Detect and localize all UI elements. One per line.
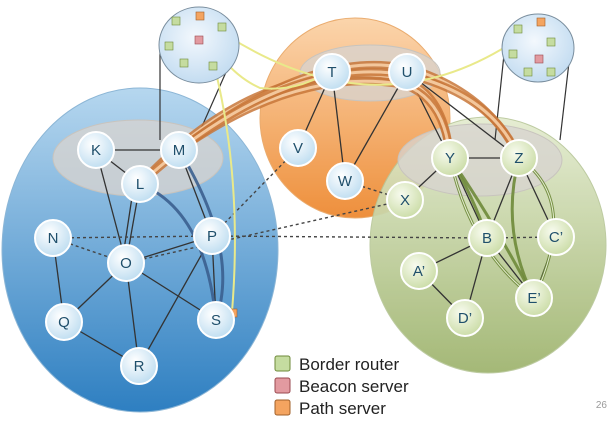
svg-text:X: X (400, 192, 410, 209)
node-W: W (326, 162, 364, 200)
node-Z: Z (500, 139, 538, 177)
svg-text:S: S (211, 312, 221, 329)
zoom-bubble-right (501, 13, 575, 83)
node-A-prime: A’ (400, 252, 438, 290)
border-router-icon (208, 61, 218, 71)
svg-text:V: V (293, 140, 303, 157)
legend-path-server-swatch (274, 399, 291, 416)
node-T: T (313, 53, 351, 91)
svg-text:D’: D’ (458, 310, 472, 327)
svg-text:W: W (338, 173, 353, 190)
svg-text:E’: E’ (527, 290, 540, 307)
svg-text:Q: Q (58, 314, 70, 331)
svg-text:Z: Z (514, 150, 523, 167)
legend-path-server-label: Path server (299, 399, 386, 418)
node-P: P (193, 217, 231, 255)
legend: Border router Beacon server Path server (274, 355, 409, 418)
node-R: R (120, 347, 158, 385)
svg-text:B: B (482, 230, 492, 247)
node-L: L (121, 165, 159, 203)
border-router-icon (164, 41, 174, 51)
node-E-prime: E’ (515, 279, 553, 317)
node-B: B (468, 219, 506, 257)
svg-text:R: R (134, 358, 145, 375)
node-V: V (279, 129, 317, 167)
legend-beacon-server-label: Beacon server (299, 377, 409, 396)
path-server-icon (536, 17, 546, 27)
border-router-icon (513, 24, 523, 34)
node-C-prime: C’ (537, 218, 575, 256)
border-router-icon (546, 37, 556, 47)
border-router-icon (508, 49, 518, 59)
legend-beacon-server-swatch (274, 377, 291, 394)
svg-text:Y: Y (445, 150, 455, 167)
node-U: U (388, 53, 426, 91)
legend-border-router-swatch (274, 355, 291, 372)
node-N: N (34, 219, 72, 257)
svg-text:U: U (402, 64, 413, 81)
svg-text:K: K (91, 142, 101, 159)
svg-text:L: L (136, 176, 144, 193)
page-number: 26 (596, 400, 608, 411)
border-router-icon (217, 22, 227, 32)
svg-text:P: P (207, 228, 217, 245)
svg-text:T: T (327, 64, 336, 81)
node-K: K (77, 131, 115, 169)
svg-text:N: N (48, 230, 59, 247)
svg-text:O: O (120, 255, 132, 272)
node-X: X (386, 181, 424, 219)
border-router-icon (171, 16, 181, 26)
zoom-bubble-left (158, 6, 240, 84)
beacon-server-icon (534, 54, 544, 64)
svg-text:C’: C’ (549, 229, 563, 246)
legend-border-router-label: Border router (299, 355, 399, 374)
node-S: S (197, 301, 235, 339)
beacon-server-icon (194, 35, 204, 45)
node-Y: Y (431, 139, 469, 177)
node-M: M (160, 131, 198, 169)
border-router-icon (179, 58, 189, 68)
border-router-icon (546, 67, 556, 77)
node-O: O (107, 244, 145, 282)
svg-text:A’: A’ (413, 263, 425, 280)
node-D-prime: D’ (446, 299, 484, 337)
svg-text:M: M (173, 142, 186, 159)
border-router-icon (523, 67, 533, 77)
node-Q: Q (45, 303, 83, 341)
path-server-icon (195, 11, 205, 21)
